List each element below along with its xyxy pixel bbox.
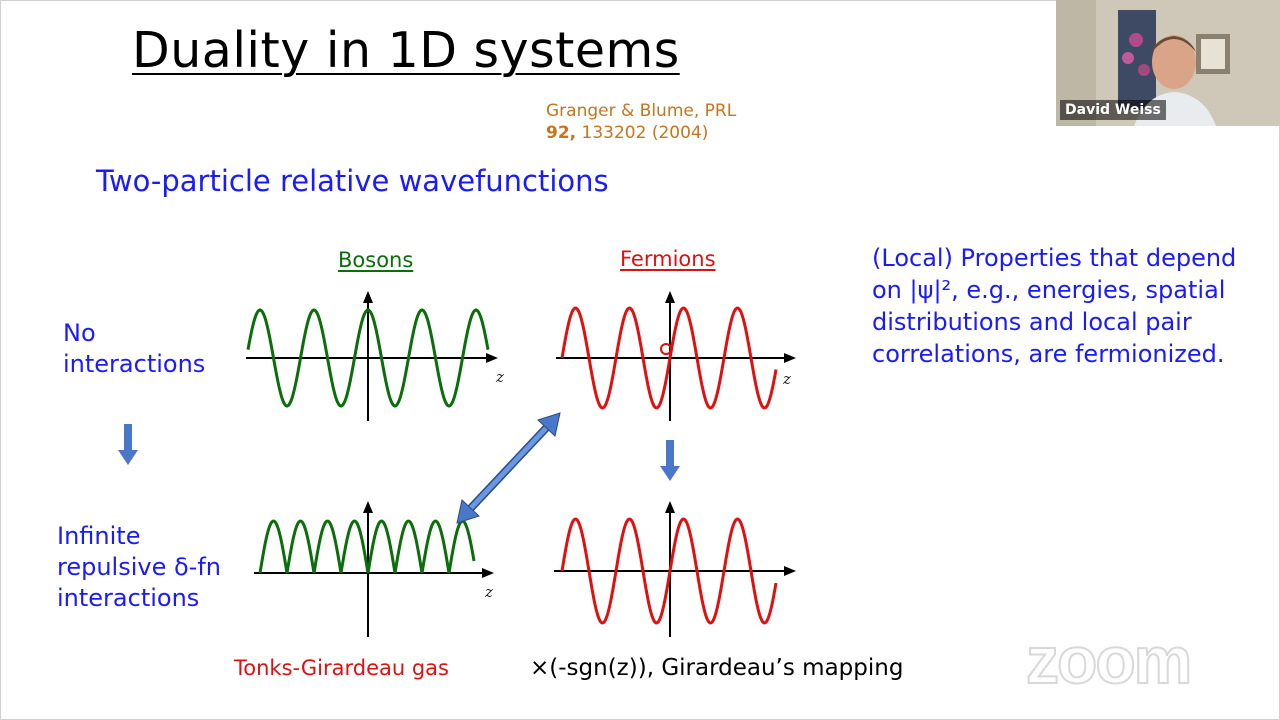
citation-pages: 133202 (2004): [576, 123, 709, 143]
fermion-tonks-plot: [554, 501, 796, 637]
no-interactions-line1: No: [63, 319, 96, 347]
fermion-free-plot: z: [556, 291, 796, 421]
speaker-video: [1056, 0, 1280, 126]
pointer-dot: [660, 343, 672, 355]
girardeau-mapping-label: ×(-sgn(z)), Girardeau’s mapping: [530, 655, 904, 681]
z-axis-label: z: [782, 370, 791, 388]
citation-volume: 92,: [546, 123, 577, 143]
zoom-watermark: zoom: [1025, 622, 1193, 698]
y-axis-arrowhead: [665, 291, 675, 303]
boson-free-wave: [246, 308, 490, 408]
boson-tonks-wave: [258, 519, 476, 574]
z-axis-label: z: [495, 368, 504, 386]
properties-text: (Local) Properties that depend on |ψ|², …: [872, 244, 1237, 368]
subtitle: Two-particle relative wavefunctions: [96, 164, 609, 198]
citation-line2: 92, 133202 (2004): [546, 122, 736, 144]
fermion-tonks-wave: [560, 517, 778, 625]
citation-line1: Granger & Blume, PRL: [546, 101, 737, 121]
slide-title: Duality in 1D systems: [132, 22, 680, 79]
fermions-heading: Fermions: [620, 247, 716, 271]
down-arrow-left: [118, 424, 138, 465]
boson-tonks-plot: z: [254, 501, 494, 637]
x-axis-arrowhead: [784, 353, 796, 363]
tonks-girardeau-label: Tonks-Girardeau gas: [234, 656, 449, 680]
x-axis-arrowhead: [784, 566, 796, 576]
x-axis-arrowhead: [486, 353, 498, 363]
speaker-face: [1152, 35, 1196, 89]
x-axis-arrowhead: [482, 568, 494, 578]
citation: Granger & Blume, PRL 92, 133202 (2004): [546, 100, 736, 144]
infinite-interactions-label: Infinite repulsive δ-fn interactions: [57, 521, 221, 614]
infinite-line1: Infinite: [57, 522, 141, 550]
speaker-name-label: David Weiss: [1060, 100, 1166, 120]
infinite-line3: interactions: [57, 584, 200, 612]
y-axis-arrowhead: [363, 291, 373, 303]
no-interactions-label: No interactions: [63, 318, 205, 380]
no-interactions-line2: interactions: [63, 350, 206, 378]
infinite-line2: repulsive δ-fn: [57, 553, 221, 581]
y-axis-arrowhead: [665, 501, 675, 513]
fermion-free-wave: [560, 306, 778, 410]
y-axis-arrowhead: [363, 501, 373, 513]
down-arrow-right: [660, 440, 680, 481]
boson-free-plot: z: [246, 291, 504, 421]
diagonal-double-arrow: [456, 412, 561, 524]
bosons-heading: Bosons: [338, 248, 414, 272]
z-axis-label: z: [484, 583, 493, 601]
